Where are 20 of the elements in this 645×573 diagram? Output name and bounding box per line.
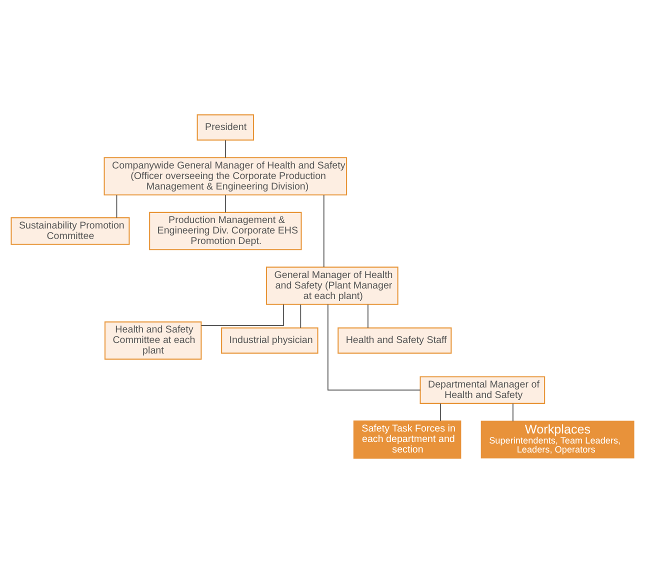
connector — [440, 403, 441, 422]
connector — [328, 304, 421, 390]
node-box: Safety Task Forces in each department and section — [353, 420, 462, 459]
connector — [200, 304, 284, 326]
connector — [512, 403, 514, 422]
connector — [323, 194, 324, 268]
connector — [116, 194, 118, 218]
connector — [225, 140, 226, 158]
node-box: Health and Safety Staff — [338, 327, 452, 354]
connector — [225, 194, 226, 213]
node-box: Health and Safety Committee at each plant — [104, 321, 202, 360]
node-box: Departmental Manager of Health and Safety — [420, 376, 546, 404]
node-box: Workplaces Superintendents, Team Leaders, Leaders, Operators — [480, 420, 634, 458]
node-box: Companywide General Manager of Health and Safety (Officer overseeing the Corporate Production Management & Engineering Division) — [104, 157, 348, 196]
node-box: Sustainability Promotion Committee — [10, 217, 130, 245]
node-box: Production Management & Engineering Div. Corporate EHS Promotion Dept. — [149, 212, 302, 250]
connector — [300, 304, 302, 328]
node-box: Industrial physician — [221, 327, 318, 354]
node-box: President — [196, 114, 254, 141]
node-box: General Manager of Health and Safety (Plant Manager at each plant) — [266, 266, 398, 305]
